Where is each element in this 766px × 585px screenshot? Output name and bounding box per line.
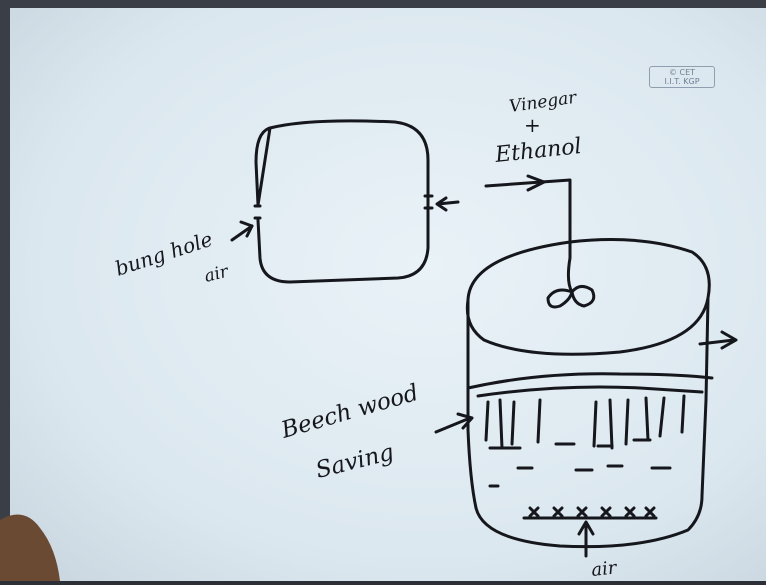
cet-iit-kgp-watermark: © CET I.I.T. KGP <box>649 66 715 88</box>
board-surface <box>10 8 766 581</box>
board-frame <box>0 0 766 8</box>
board-frame-left <box>0 0 10 581</box>
watermark-line-1: © CET <box>650 68 714 77</box>
watermark-line-2: I.I.T. KGP <box>650 77 714 86</box>
air-bottom-label: air <box>590 557 619 581</box>
plus-label: + <box>524 113 541 137</box>
